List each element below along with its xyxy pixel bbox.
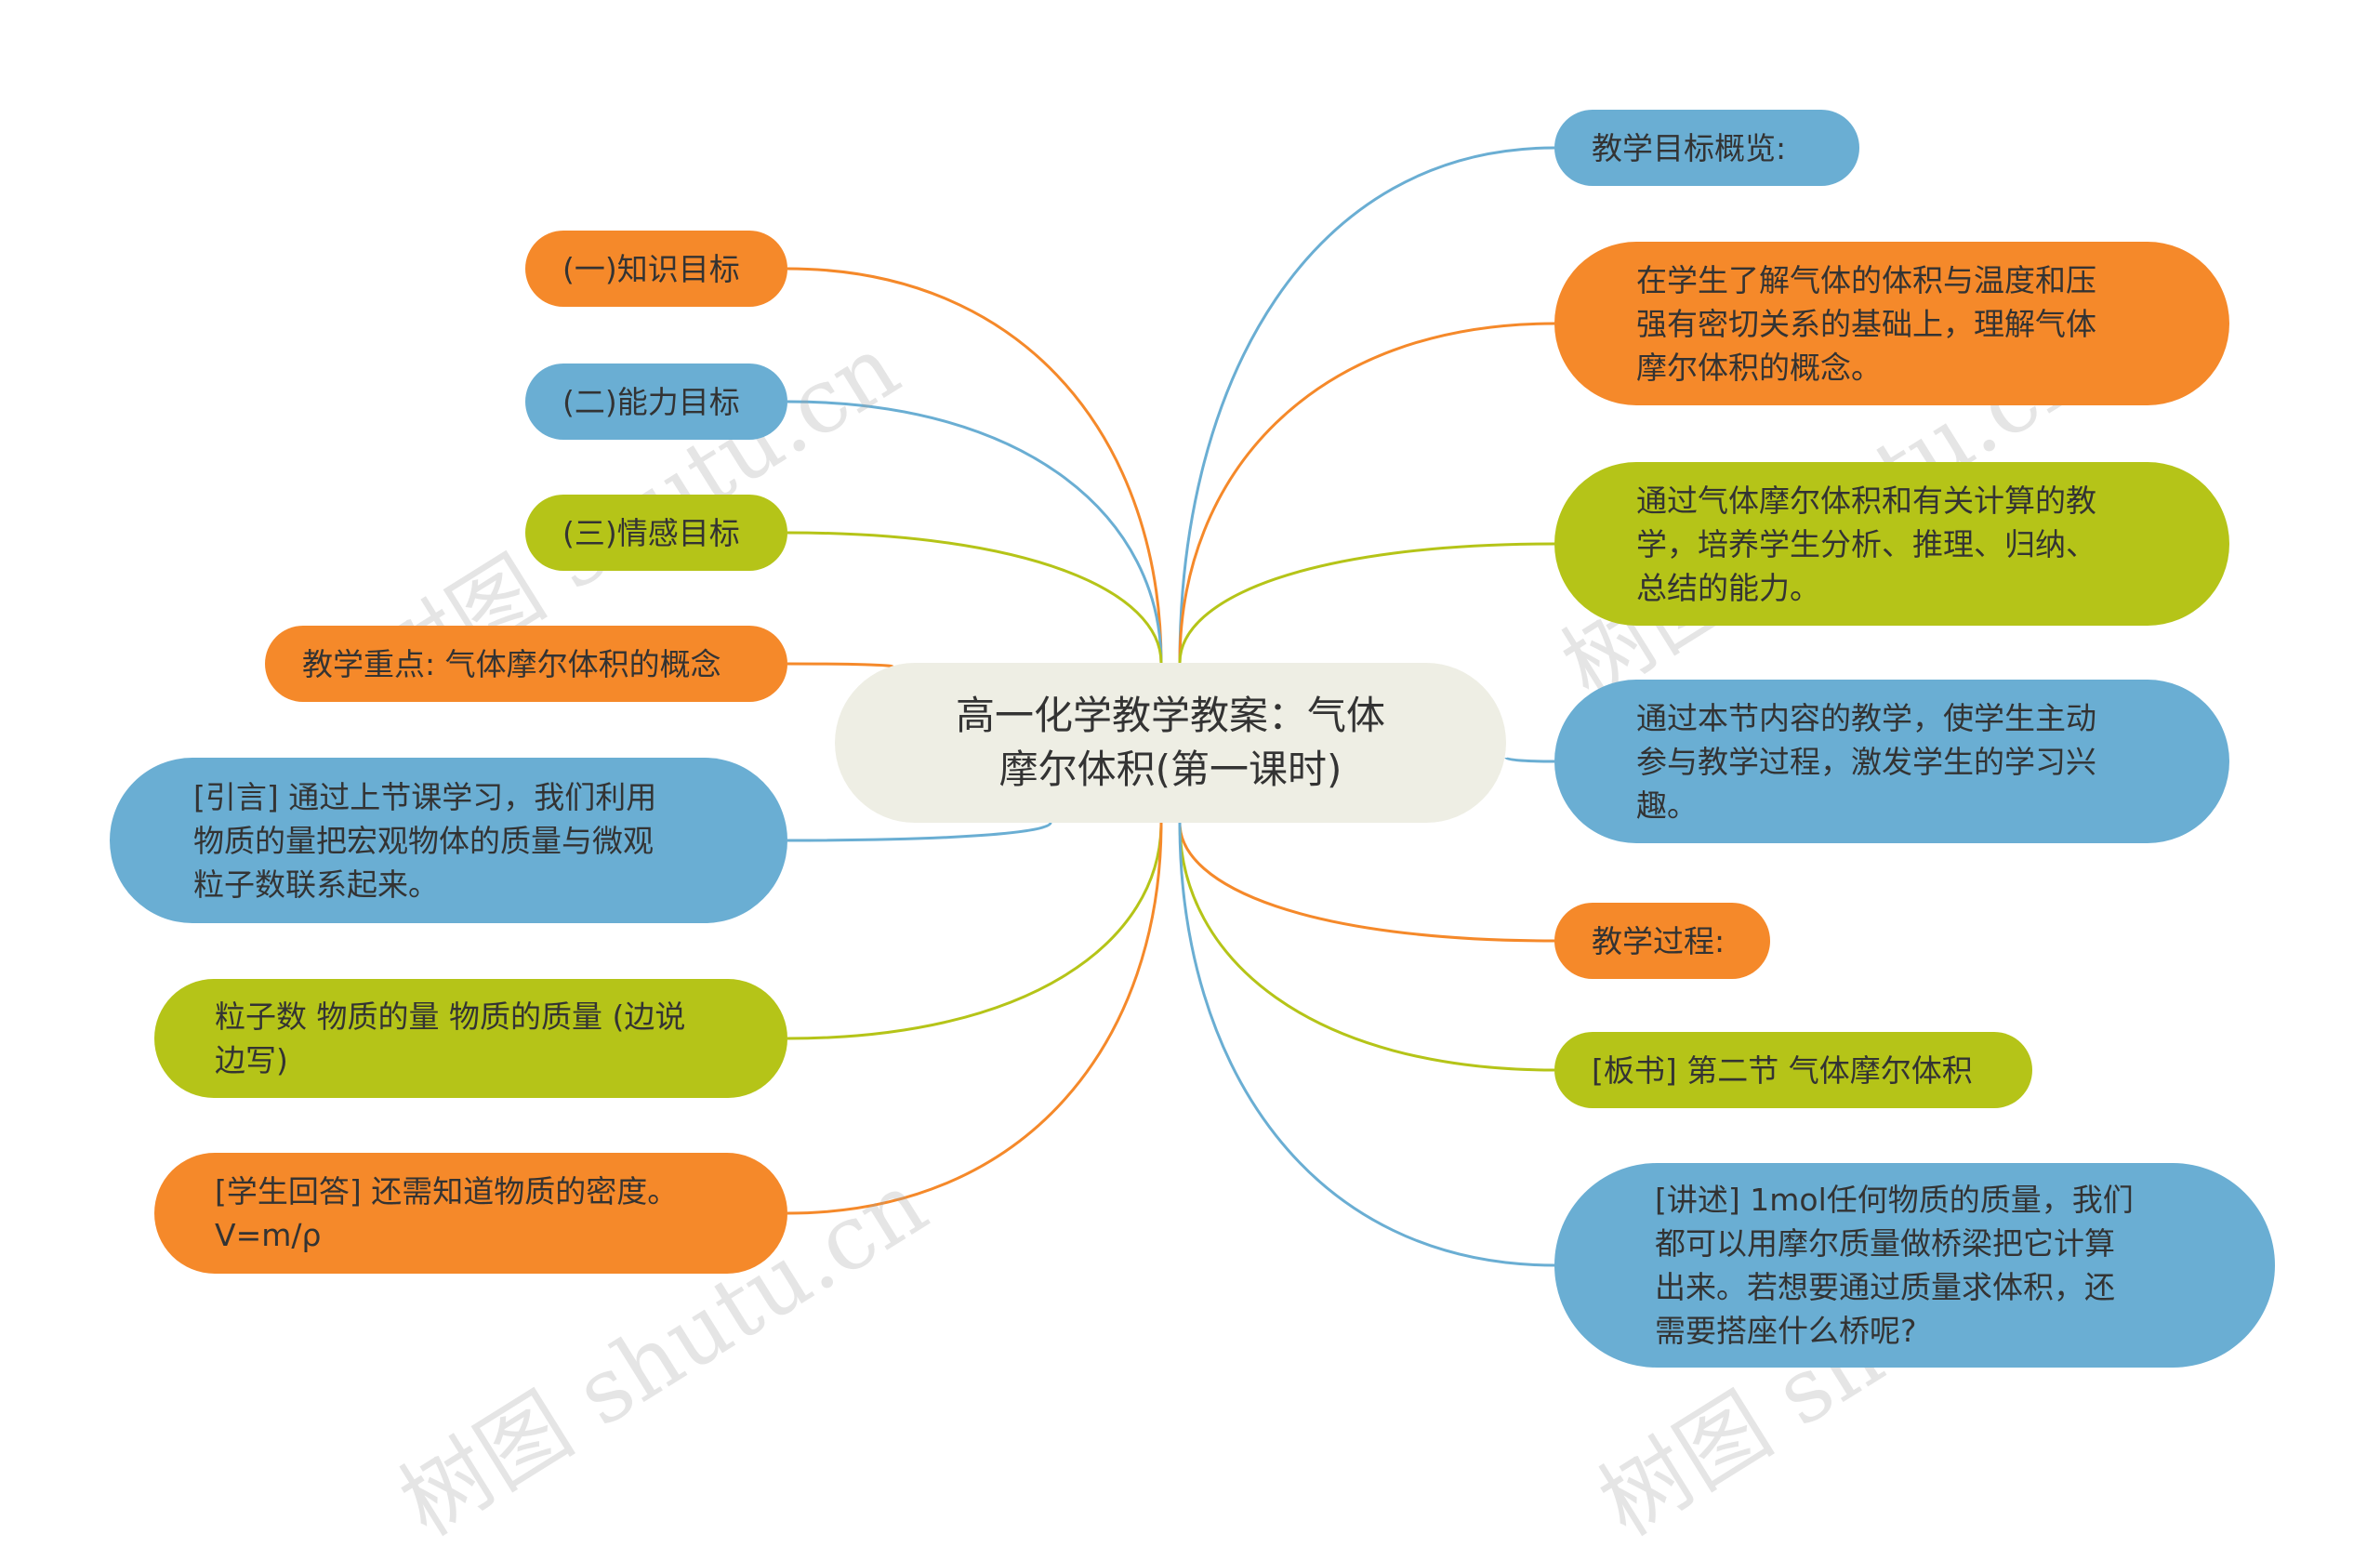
connector-line	[787, 400, 1163, 664]
topic-node[interactable]: [讲述] 1mol任何物质的质量，我们 都可以用摩尔质量做桥梁把它计算 出来。若…	[1554, 1163, 2275, 1368]
topic-node-text: 粒子数 物质的量 物质的质量 (边说 边写)	[215, 998, 686, 1078]
topic-node-text: (二)能力目标	[562, 383, 740, 420]
topic-node[interactable]: 在学生了解气体的体积与温度和压 强有密切关系的基础上，理解气体 摩尔体积的概念。	[1554, 242, 2229, 405]
connector-line	[1178, 822, 1555, 943]
topic-node-text: 教学重点: 气体摩尔体积的概念	[302, 645, 721, 682]
connector-line	[1178, 822, 1555, 1267]
connector-line	[1504, 756, 1555, 763]
topic-node-text: (三)情感目标	[562, 514, 740, 551]
topic-node-text: [板书] 第二节 气体摩尔体积	[1592, 1051, 1973, 1089]
topic-node-text: [讲述] 1mol任何物质的质量，我们 都可以用摩尔质量做桥梁把它计算 出来。若…	[1655, 1182, 2134, 1349]
central-topic[interactable]: 高一化学教学教案：气体 摩尔体积(第一课时)	[835, 663, 1506, 823]
topic-node-text: 在学生了解气体的体积与温度和压 强有密切关系的基础上，理解气体 摩尔体积的概念。	[1636, 261, 2096, 386]
topic-node[interactable]: 教学过程:	[1554, 903, 1770, 979]
connector-line	[787, 662, 894, 668]
topic-node-text: [学生回答] 还需知道物质的密度。 V=m/ρ	[215, 1173, 679, 1253]
central-topic-text: 高一化学教学教案：气体 摩尔体积(第一课时)	[955, 693, 1385, 792]
connector-line	[787, 267, 1163, 664]
topic-node[interactable]: (二)能力目标	[525, 364, 787, 440]
topic-node[interactable]: [板书] 第二节 气体摩尔体积	[1554, 1032, 2032, 1108]
topic-node[interactable]: (三)情感目标	[525, 495, 787, 571]
topic-node[interactable]: (一)知识目标	[525, 231, 787, 307]
topic-node-text: 教学目标概览:	[1592, 129, 1787, 166]
topic-node-text: 通过气体摩尔体积和有关计算的教 学，培养学生分析、推理、归纳、 总结的能力。	[1636, 482, 2096, 606]
topic-node[interactable]: [引言] 通过上节课学习，我们利用 物质的量把宏观物体的质量与微观 粒子数联系起…	[110, 758, 787, 923]
connector-line	[1178, 322, 1555, 664]
topic-node-text: [引言] 通过上节课学习，我们利用 物质的量把宏观物体的质量与微观 粒子数联系起…	[193, 778, 657, 903]
connector-line	[1178, 542, 1555, 664]
connector-line	[787, 822, 1052, 842]
connector-line	[787, 531, 1163, 664]
connector-line	[787, 822, 1163, 1040]
mind-map-canvas: 树图 shutu.cn 树图 shutu.cn 树图 shutu.cn 树图 s…	[110, 110, 2275, 1556]
topic-node[interactable]: 通过本节内容的教学，使学生主动 参与教学过程，激发学生的学习兴 趣。	[1554, 680, 2229, 843]
topic-node[interactable]: 教学重点: 气体摩尔体积的概念	[265, 626, 787, 702]
connector-line	[1178, 146, 1555, 664]
topic-node[interactable]: 教学目标概览:	[1554, 110, 1859, 186]
topic-node-text: 通过本节内容的教学，使学生主动 参与教学过程，激发学生的学习兴 趣。	[1636, 699, 2096, 824]
topic-node-text: 教学过程:	[1592, 922, 1726, 959]
connector-lines	[787, 146, 1555, 1267]
topic-node[interactable]: 粒子数 物质的量 物质的质量 (边说 边写)	[154, 979, 787, 1098]
topic-node[interactable]: [学生回答] 还需知道物质的密度。 V=m/ρ	[154, 1153, 787, 1274]
connector-line	[787, 822, 1163, 1215]
topic-node-text: (一)知识目标	[562, 250, 740, 287]
topic-node[interactable]: 通过气体摩尔体积和有关计算的教 学，培养学生分析、推理、归纳、 总结的能力。	[1554, 462, 2229, 626]
connector-line	[1178, 822, 1555, 1072]
